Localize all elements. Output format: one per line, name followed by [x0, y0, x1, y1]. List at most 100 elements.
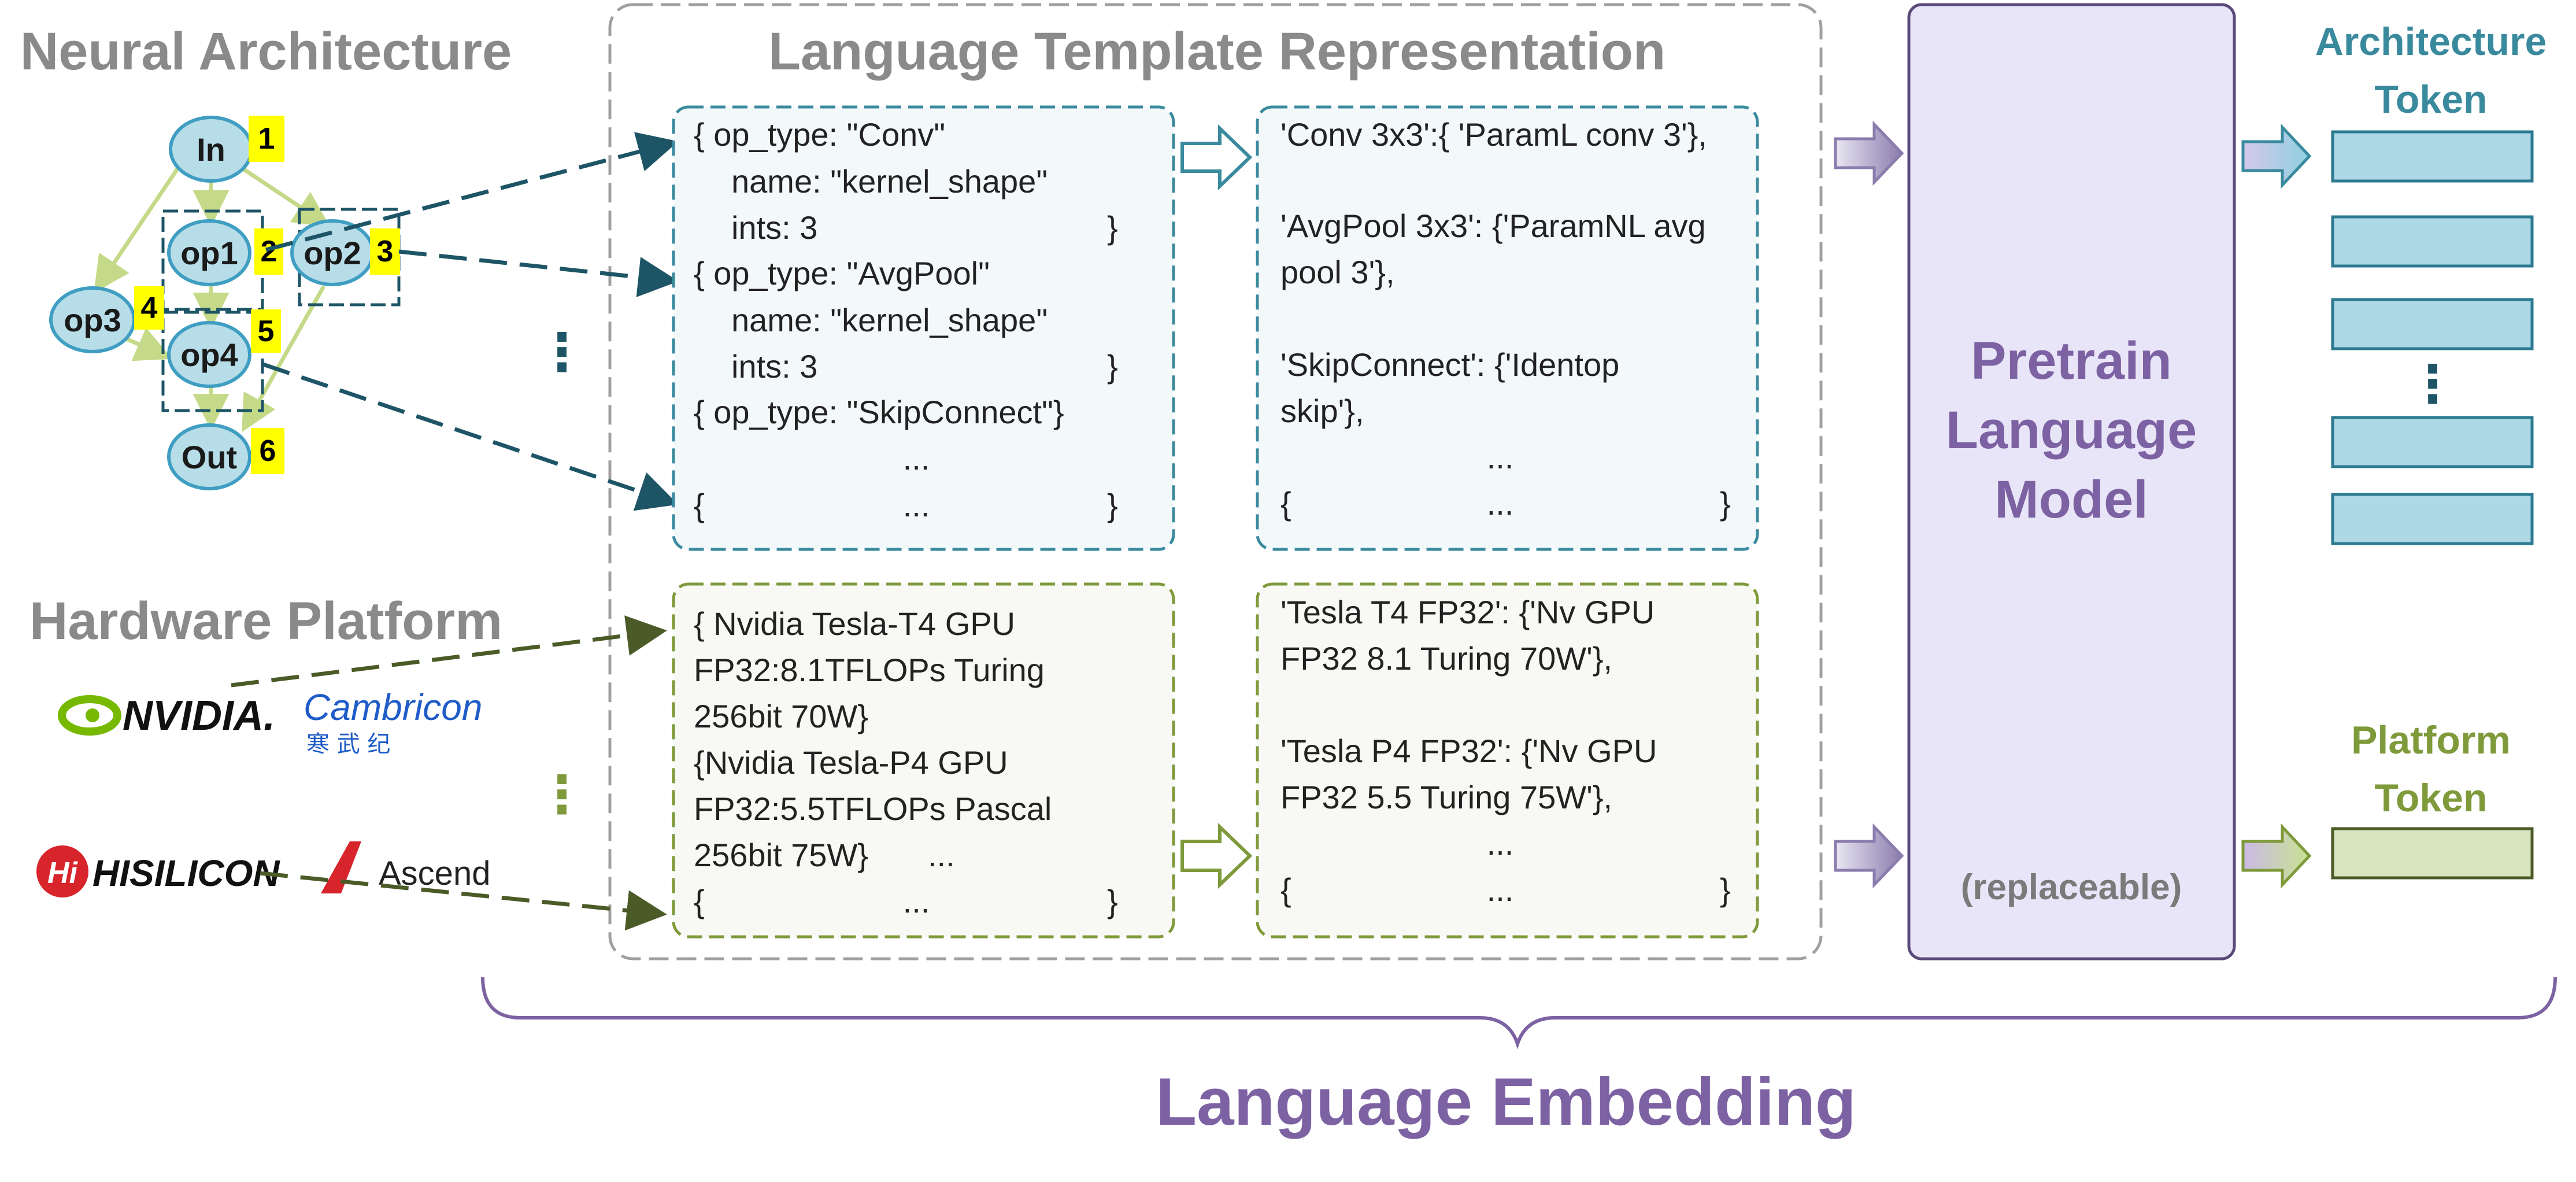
- node-op4: op4: [167, 321, 251, 388]
- arrow-model-to-platform-token: [2241, 823, 2312, 889]
- code-line: 'Tesla P4 FP32': {'Nv GPU: [1280, 733, 1657, 769]
- ascend-logo: Ascend: [321, 841, 490, 893]
- code-line: }: [1107, 487, 1118, 523]
- architecture-token: [2331, 416, 2534, 468]
- arrow-op4-to-template: [262, 362, 679, 511]
- code-line: { op_type: "AvgPool": [694, 255, 990, 291]
- edge-op2-out: [242, 285, 326, 433]
- node-label: op3: [64, 302, 121, 338]
- ascend-mark-icon: [321, 841, 361, 893]
- architecture-token: [2331, 130, 2534, 183]
- code-line: ...: [903, 883, 930, 919]
- platform-token: [2331, 827, 2534, 880]
- node-label: In: [197, 131, 225, 168]
- arrow-op2-to-template: [398, 249, 679, 297]
- edge-in-op2: [236, 163, 331, 227]
- svg-text:Hi: Hi: [47, 856, 79, 890]
- code-line: 'SkipConnect': {'Identop: [1280, 346, 1619, 383]
- code-line: 'Conv 3x3':{ 'ParamL conv 3'},: [1280, 116, 1707, 153]
- svg-text:5: 5: [258, 315, 275, 348]
- code-line: FP32:8.1TFLOPs Turing: [694, 652, 1045, 688]
- svg-text:1: 1: [258, 122, 275, 156]
- architecture-token: [2331, 298, 2534, 350]
- code-line: ...: [1487, 485, 1514, 522]
- code-line: 256bit 75W}: [694, 837, 868, 873]
- language-embedding-label: Language Embedding: [1156, 1064, 1856, 1139]
- code-line: 'AvgPool 3x3': {'ParamNL avg: [1280, 208, 1706, 244]
- ellipsis-architecture: ⋮: [536, 322, 588, 383]
- node-op2: op2: [290, 219, 375, 286]
- code-line: {: [1280, 485, 1291, 522]
- hardware-template-box: [672, 582, 1175, 939]
- neural-architecture-graph: In op1 op2 op3 op4 Out 1 2: [49, 116, 401, 490]
- code-line: FP32:5.5TFLOPs Pascal: [694, 791, 1052, 827]
- cambricon-wordmark: Cambricon: [304, 686, 482, 728]
- op4-group-box: [161, 311, 264, 412]
- code-line: 256bit 70W}: [694, 698, 868, 734]
- arrow-model-to-arch-tokens: [2241, 123, 2312, 189]
- code-line: }: [1107, 209, 1118, 246]
- code-line: ints: 3: [731, 209, 817, 246]
- nvidia-eye-icon: [58, 695, 121, 736]
- title-neural-architecture: Neural Architecture: [20, 22, 512, 81]
- code-line: ...: [1487, 825, 1514, 862]
- hardware-mapping-box: [1256, 582, 1759, 939]
- node-number-tag-4: 4: [134, 286, 164, 330]
- model-title-line3: Model: [1994, 470, 2148, 529]
- model-title-line1: Pretrain: [1971, 331, 2172, 390]
- arrow-hw-to-model: [1834, 823, 1904, 889]
- model-title-line2: Language: [1946, 401, 2197, 460]
- hardware-mapping-text: 'Tesla T4 FP32': {'Nv GPU FP32 8.1 Turin…: [1280, 594, 1731, 908]
- code-line: }: [1107, 883, 1118, 919]
- architecture-mapping-box: [1256, 105, 1759, 551]
- architecture-token-stack: ⋮: [2331, 130, 2534, 545]
- code-line: name: "kernel_shape": [731, 163, 1048, 200]
- cambricon-logo: Cambricon 寒 武 纪: [304, 686, 482, 758]
- title-hardware-platform: Hardware Platform: [29, 592, 502, 651]
- code-line: { op_type: "Conv": [694, 116, 945, 153]
- architecture-mapping-text: 'Conv 3x3':{ 'ParamL conv 3'}, 'AvgPool …: [1280, 116, 1731, 522]
- architecture-token: [2331, 215, 2534, 268]
- node-op3: op3: [49, 286, 136, 353]
- node-label: op1: [180, 235, 238, 271]
- code-line: }: [1720, 485, 1731, 522]
- code-line: ...: [1487, 439, 1514, 475]
- svg-text:3: 3: [377, 235, 394, 268]
- title-language-template: Language Template Representation: [768, 22, 1665, 81]
- code-line: {Nvidia Tesla-P4 GPU: [694, 744, 1008, 781]
- hardware-template-text: { Nvidia Tesla-T4 GPU FP32:8.1TFLOPs Tur…: [694, 605, 1118, 919]
- code-line: {: [694, 487, 705, 523]
- node-op1: op1: [167, 219, 251, 286]
- arrow-hisilicon-to-template: [260, 871, 667, 931]
- node-number-tag-5: 5: [251, 309, 281, 353]
- code-line: skip'},: [1280, 393, 1364, 429]
- pretrain-language-model-box: [1907, 3, 2236, 961]
- nvidia-wordmark: NVIDIA.: [123, 693, 275, 739]
- architecture-template-text: { op_type: "Conv" name: "kernel_shape" i…: [694, 116, 1118, 523]
- arrow-op1-to-template: [265, 132, 679, 252]
- code-line: }: [1720, 871, 1731, 908]
- node-number-tag-3: 3: [370, 228, 400, 275]
- ellipsis-hardware: ⋮: [536, 764, 588, 825]
- architecture-token-label-line1: Architecture: [2315, 20, 2547, 64]
- node-number-tag-6: 6: [251, 428, 284, 474]
- code-line: {: [1280, 871, 1291, 908]
- hisilicon-logo: Hi HISILICON: [36, 845, 280, 897]
- code-line: 'Tesla T4 FP32': {'Nv GPU: [1280, 594, 1655, 630]
- model-note: (replaceable): [1961, 867, 2182, 907]
- code-line: FP32 5.5 Turing 75W'},: [1280, 779, 1612, 815]
- cambricon-chinese: 寒 武 纪: [306, 731, 390, 758]
- platform-token-label-line1: Platform: [2351, 718, 2511, 762]
- code-line: FP32 8.1 Turing 70W'},: [1280, 640, 1612, 677]
- svg-text:6: 6: [260, 434, 276, 468]
- code-line: { Nvidia Tesla-T4 GPU: [694, 605, 1015, 642]
- node-number-tag-1: 1: [249, 116, 284, 162]
- language-template-container: [608, 3, 1823, 961]
- edge-in-op3: [94, 161, 184, 293]
- code-line: }: [1107, 348, 1118, 385]
- node-number-tag-2: 2: [254, 228, 283, 275]
- code-line: ints: 3: [731, 348, 817, 385]
- code-line: ...: [903, 487, 930, 523]
- nvidia-logo: NVIDIA.: [58, 693, 275, 739]
- code-line: ...: [1487, 871, 1514, 908]
